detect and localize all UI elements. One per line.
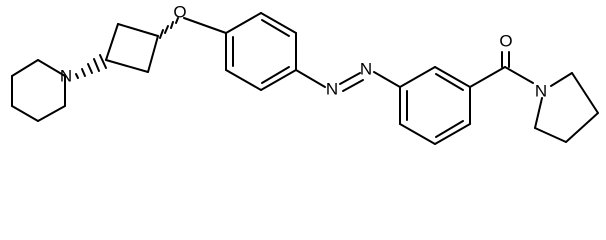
atom-azo-nitrogen-1: N [326,80,338,99]
bond [534,97,543,129]
bond [260,12,297,34]
bond [183,17,227,34]
aromatic-inner-bond [435,73,464,91]
bond [399,66,436,88]
bond [117,23,159,37]
piperidine-ring [11,59,66,122]
bond [11,105,39,122]
bond [11,59,39,77]
bond [373,71,401,88]
bond [260,69,297,91]
bond [37,59,66,77]
aromatic-inner-bond [435,120,464,138]
bond [565,112,599,143]
aromatic-inner-bond [261,19,290,37]
atom-label: N [535,82,547,101]
atom-label: N [60,67,72,86]
atom-label: O [499,32,512,51]
hashed-wedge-bond [159,17,179,39]
bond [295,69,326,88]
carbonyl-double-bond [501,51,510,68]
bond [147,35,159,73]
bond [225,69,262,91]
atom-label: O [173,3,186,22]
bond [469,66,506,88]
atom-ether-oxygen: O [173,3,186,22]
atom-pyrrolidine-nitrogen: N [535,82,547,101]
azo-double-bond [339,72,364,92]
hashed-wedge-bond [75,54,107,79]
phenyl-ring-left [225,12,297,91]
atom-carbonyl-oxygen: O [499,32,512,51]
atom-label: N [360,60,372,79]
atom-label: N [326,80,338,99]
bond [534,127,567,143]
bond [434,123,471,145]
bond [434,66,471,88]
bond [550,72,573,87]
bond [105,59,149,73]
chemical-structure-diagram: N O N N O N [11,3,599,145]
bond [504,66,534,84]
phenyl-ring-right [399,66,471,145]
cyclobutane-ring [105,23,159,73]
bond [571,72,599,114]
atom-azo-nitrogen-2: N [360,60,372,79]
bond [105,23,119,61]
atom-piperidine-nitrogen: N [60,67,72,86]
bond [225,12,262,34]
bond [37,105,66,122]
bond [399,123,436,145]
aromatic-inner-bond [261,66,290,84]
pyrrolidine-ring [534,72,599,143]
